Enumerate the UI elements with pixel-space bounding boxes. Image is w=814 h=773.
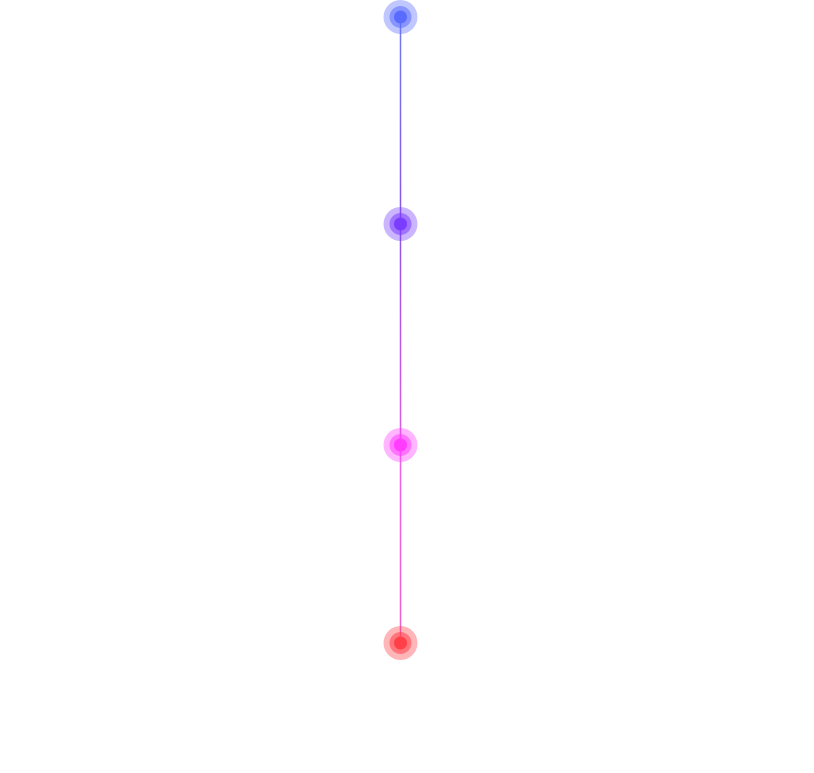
node-core-dot bbox=[394, 636, 407, 650]
timeline-connectors bbox=[399, 17, 402, 643]
timeline-nodes bbox=[383, 0, 418, 660]
timeline-node-2 bbox=[383, 207, 418, 241]
timeline-node-1 bbox=[383, 0, 418, 34]
node-core-dot bbox=[394, 10, 407, 24]
timeline-node-4 bbox=[383, 626, 418, 660]
node-core-dot bbox=[394, 217, 407, 231]
timeline-connector-2 bbox=[399, 224, 402, 445]
timeline-connector-1 bbox=[399, 17, 402, 224]
timeline-connector-3 bbox=[399, 445, 402, 643]
timeline-node-3 bbox=[383, 428, 418, 462]
node-core-dot bbox=[394, 438, 407, 452]
